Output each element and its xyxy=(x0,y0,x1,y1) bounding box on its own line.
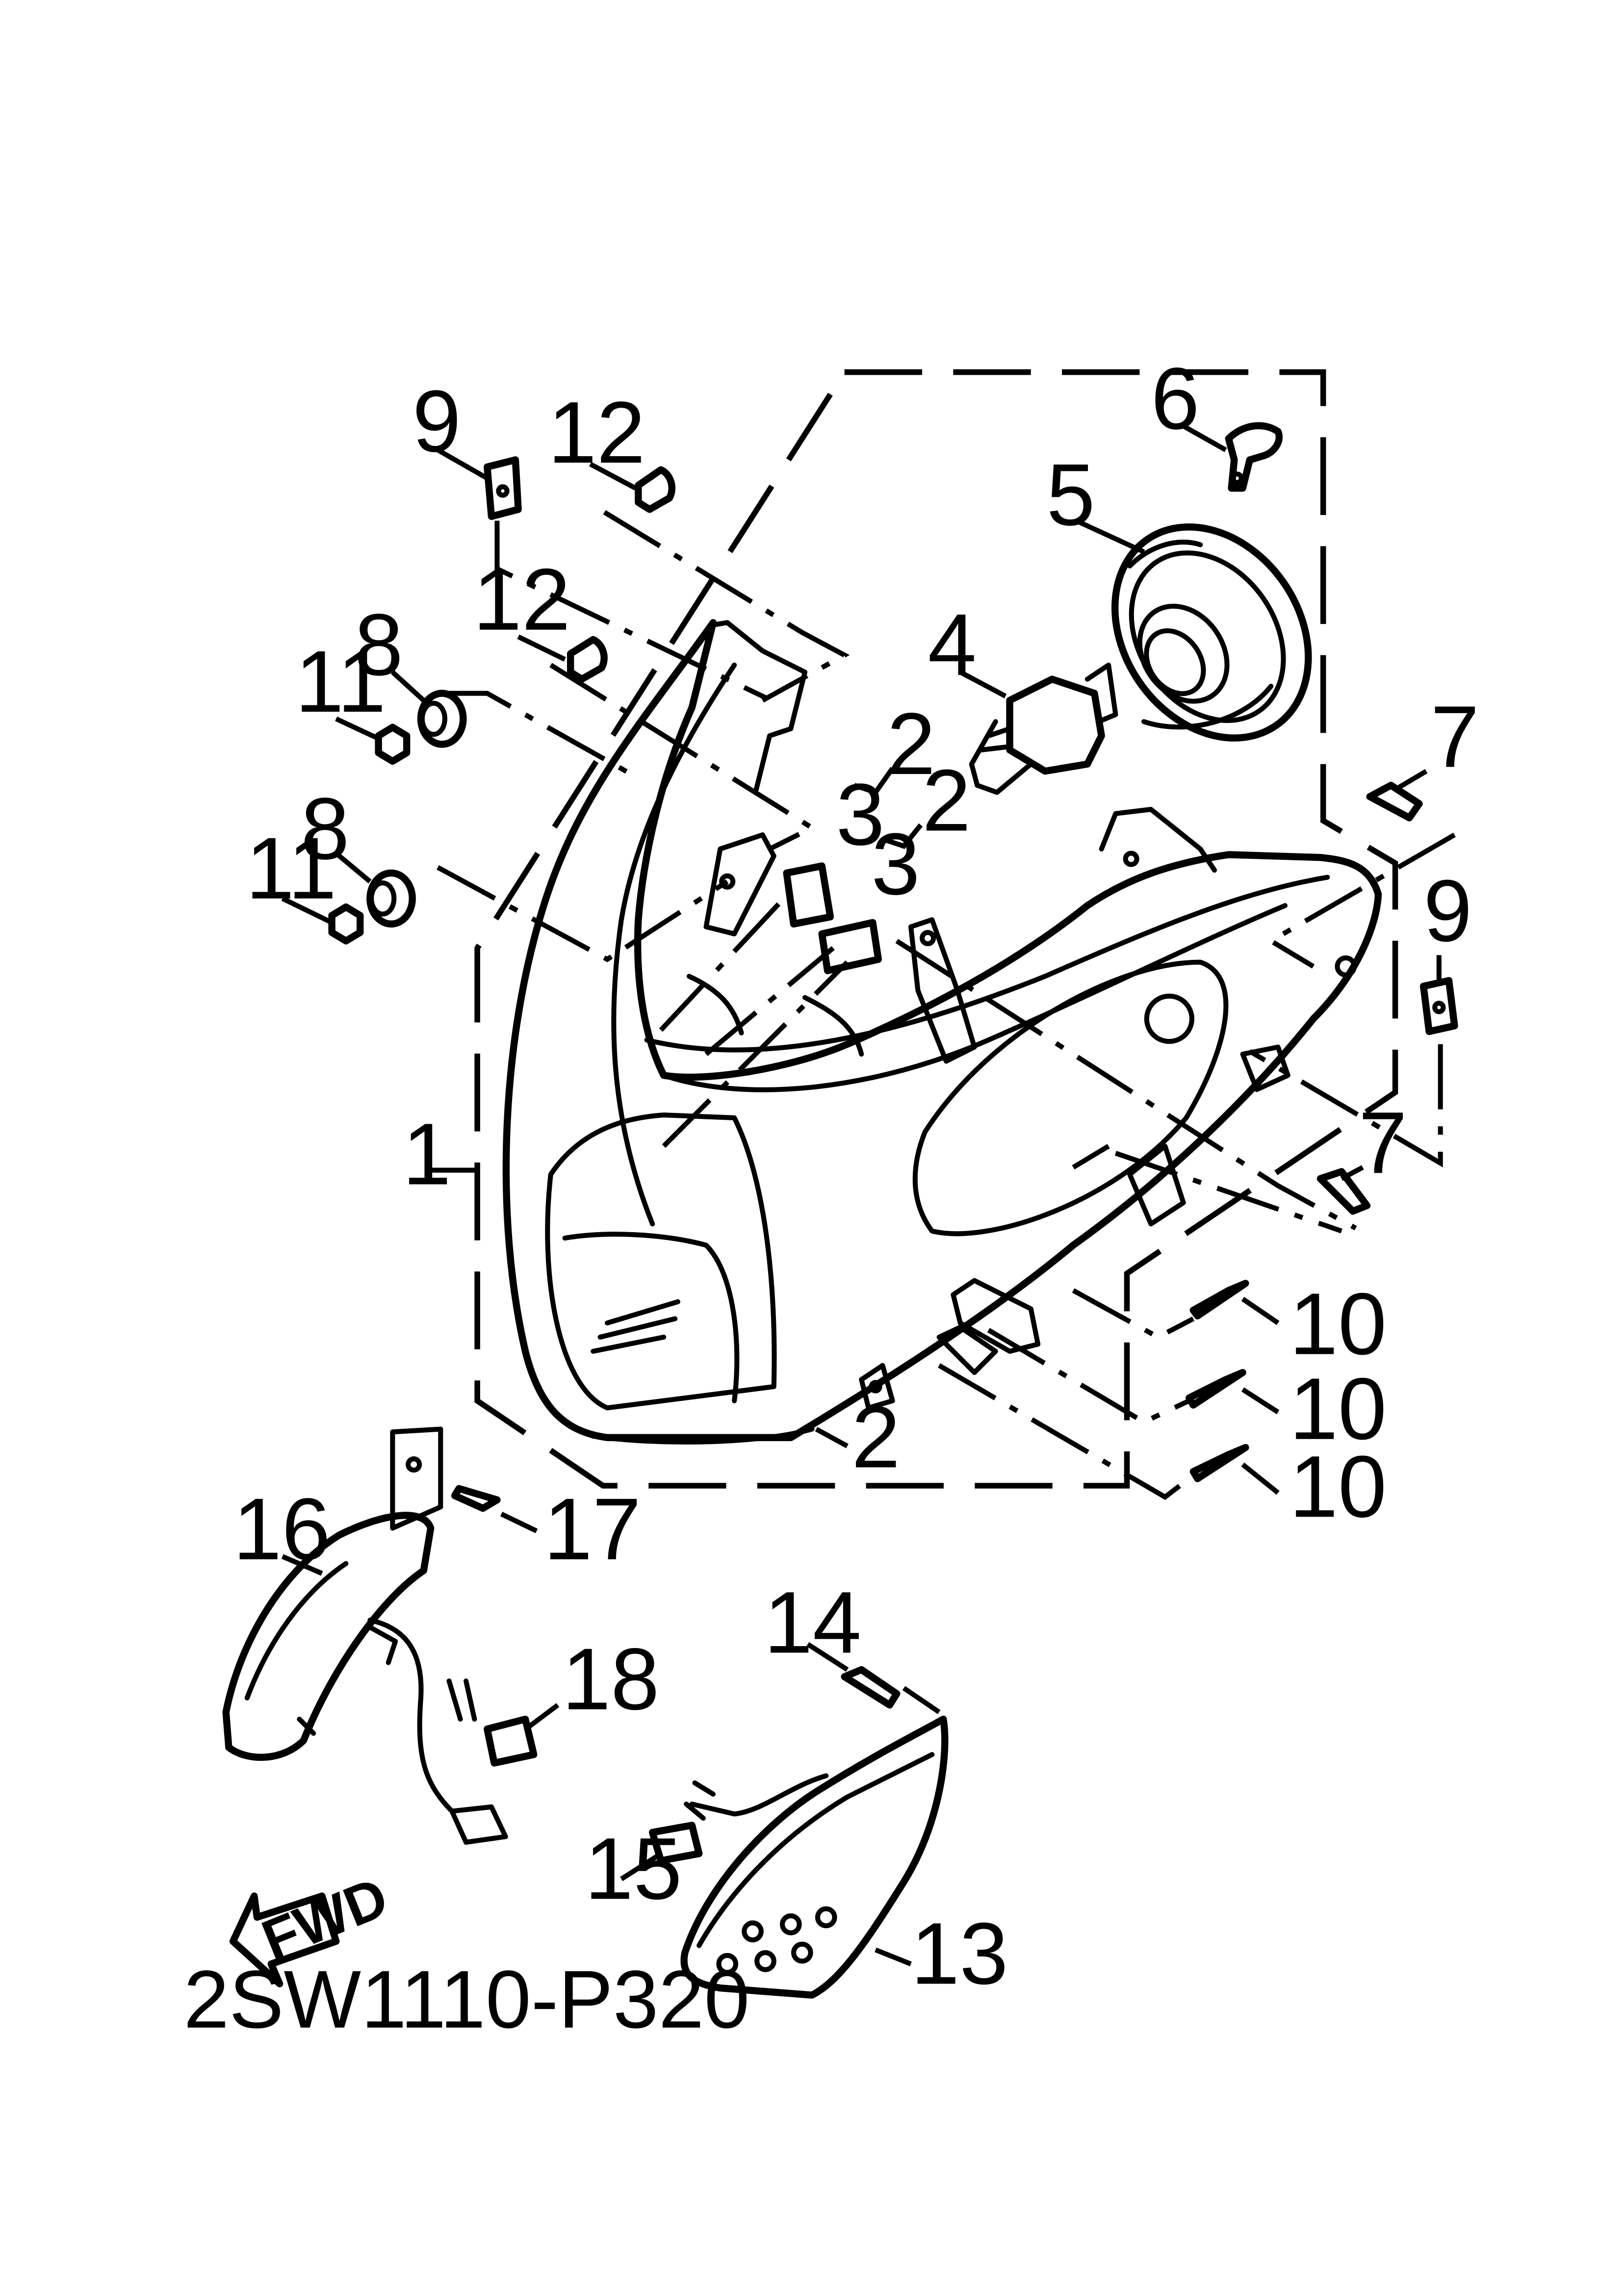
callout-2: 2 xyxy=(887,695,935,793)
bulb-socket-cover xyxy=(1111,523,1312,742)
callout-10: 10 xyxy=(1289,1437,1387,1535)
screws xyxy=(451,781,1423,1709)
callout-6: 6 xyxy=(1151,349,1199,447)
callout-1: 1 xyxy=(403,1105,451,1203)
callout-4: 4 xyxy=(928,595,977,694)
callout-11: 11 xyxy=(295,632,386,730)
callout-13: 13 xyxy=(911,1904,1008,2002)
callout-16: 16 xyxy=(233,1480,331,1578)
callout-3: 3 xyxy=(836,765,884,863)
assembly-boundary xyxy=(474,369,1398,1489)
callout-7: 7 xyxy=(1431,687,1479,785)
leader-lines xyxy=(281,422,1442,1966)
callout-18: 18 xyxy=(562,1630,660,1728)
callout-9: 9 xyxy=(1423,861,1472,959)
callout-10: 10 xyxy=(1289,1360,1387,1458)
cable-clamp xyxy=(1225,422,1283,492)
callout-2: 2 xyxy=(922,751,971,849)
headlight-housing xyxy=(502,619,1382,1445)
callout-14: 14 xyxy=(764,1573,862,1671)
callout-12: 12 xyxy=(473,550,571,648)
part-11-nuts xyxy=(328,723,411,945)
part-8-grommets xyxy=(366,690,467,928)
callout-labels: 1 2 2 2 3 3 4 5 6 7 7 8 8 9 9 10 10 10 1… xyxy=(233,349,1479,2003)
diagram-code: 2SW1110-P320 xyxy=(183,1954,749,2045)
callout-9: 9 xyxy=(412,372,461,470)
callout-17: 17 xyxy=(543,1480,641,1578)
callout-8: 8 xyxy=(355,595,403,694)
callout-15: 15 xyxy=(585,1819,682,1917)
right-turn-signal xyxy=(680,1715,949,1999)
callout-5: 5 xyxy=(1046,445,1095,543)
left-turn-signal xyxy=(222,1426,508,1845)
callout-2: 2 xyxy=(851,1388,900,1486)
small-clips xyxy=(484,1715,703,1864)
callout-10: 10 xyxy=(1289,1275,1387,1373)
callout-7: 7 xyxy=(1359,1093,1407,1191)
headlight-bulb xyxy=(969,662,1118,795)
callout-3: 3 xyxy=(871,815,920,913)
callout-11: 11 xyxy=(246,819,336,917)
callout-12: 12 xyxy=(548,383,645,481)
callout-8: 8 xyxy=(301,779,349,877)
part-12-fasteners xyxy=(567,466,676,683)
part-3-labels xyxy=(783,862,882,975)
reference-lines xyxy=(437,510,1456,1714)
